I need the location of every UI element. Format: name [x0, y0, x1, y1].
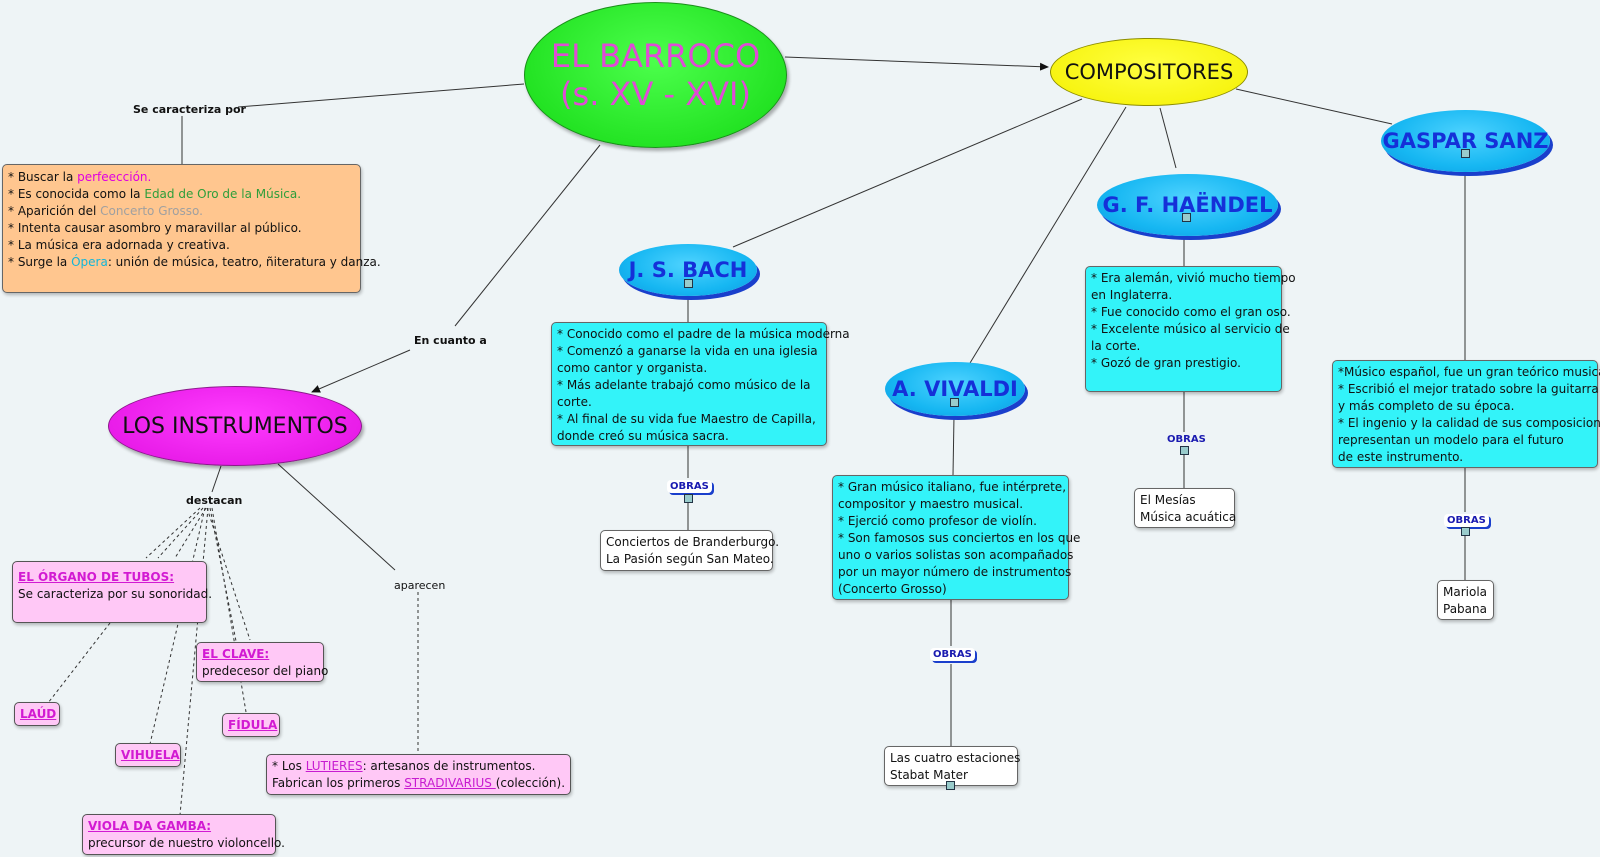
clave-title: EL CLAVE: — [202, 647, 270, 661]
sanz-info-box[interactable]: *Músico español, fue un gran teórico mus… — [1332, 360, 1600, 468]
link-destacan: destacan — [186, 494, 243, 507]
highlight-perfeccion: perfeección. — [77, 170, 152, 184]
line-encuanto-instrumentos — [311, 349, 411, 393]
node-compositores[interactable]: COMPOSITORES — [1050, 38, 1248, 106]
viola-title: VIOLA DA GAMBA: — [88, 819, 212, 833]
highlight-lutieres: LUTIERES — [305, 759, 363, 773]
line-comp-vivaldi — [969, 106, 1127, 364]
haendel-obras-button[interactable]: OBRAS — [1167, 434, 1206, 445]
haendel-obras-icon[interactable] — [1180, 446, 1189, 455]
haendel-attachment-icon[interactable] — [1182, 213, 1191, 222]
caracteristicas-box[interactable]: * Buscar la perfeección. * Es conocida c… — [2, 164, 381, 293]
vivaldi-attachment-icon[interactable] — [950, 398, 959, 407]
line-instr-aparecen — [277, 463, 396, 571]
instrument-viola-box[interactable]: VIOLA DA GAMBA: precursor de nuestro vio… — [82, 814, 285, 855]
composer-sanz-node[interactable]: GASPAR SANZ — [1381, 110, 1550, 172]
node-los-instrumentos[interactable]: LOS INSTRUMENTOS — [108, 386, 362, 466]
link-en-cuanto-a: En cuanto a — [414, 334, 487, 347]
line-comp-bach — [732, 98, 1083, 248]
composer-bach-node[interactable]: J. S. BACH — [619, 244, 757, 296]
root-title-line2: (s. XV - XVI) — [560, 75, 751, 113]
sanz-obras-icon[interactable] — [1461, 527, 1470, 536]
instrument-vihuela-box[interactable]: VIHUELA — [115, 743, 181, 767]
instrument-organo-box[interactable]: EL ÓRGANO DE TUBOS: Se caracteriza por s… — [12, 561, 213, 623]
line-comp-sanz — [1235, 88, 1393, 125]
bach-name: J. S. BACH — [628, 258, 748, 282]
root-node-el-barroco[interactable]: EL BARROCO (s. XV - XVI) — [524, 2, 787, 148]
line-root-compositores — [784, 56, 1049, 71]
haendel-works-box[interactable]: El Mesías Música acuática — [1134, 488, 1236, 528]
line-root-encuanto — [454, 144, 601, 327]
line-instr-destacan — [211, 465, 222, 493]
vivaldi-works-box[interactable]: Las cuatro estaciones Stabat Mater — [884, 746, 1020, 786]
compositores-title: COMPOSITORES — [1064, 60, 1234, 84]
instrument-fidula-box[interactable]: FÍDULA — [222, 713, 280, 737]
vivaldi-info-box[interactable]: * Gran músico italiano, fue intérprete, … — [832, 475, 1080, 600]
sanz-works-box[interactable]: Mariola Pabana — [1437, 580, 1494, 620]
bach-obras-button[interactable]: OBRAS — [667, 480, 712, 493]
organo-desc: Se caracteriza por su sonoridad. — [18, 587, 213, 601]
highlight-edad-de-oro: Edad de Oro de la Música. — [144, 187, 302, 201]
composer-vivaldi-node[interactable]: A. VIVALDI — [885, 362, 1025, 416]
bach-attachment-icon[interactable] — [684, 279, 693, 288]
link-se-caracteriza-por: Se caracteriza por — [133, 103, 246, 116]
line-comp-haendel — [1159, 107, 1177, 169]
bach-info-box[interactable]: * Conocido como el padre de la música mo… — [551, 322, 850, 446]
vivaldi-name: A. VIVALDI — [892, 377, 1018, 401]
vivaldi-works-icon[interactable] — [946, 781, 955, 790]
composer-haendel-node[interactable]: G. F. HAËNDEL — [1097, 174, 1278, 236]
instrumentos-title: LOS INSTRUMENTOS — [122, 413, 348, 439]
viola-desc: precursor de nuestro violoncello. — [88, 836, 285, 850]
clave-desc: predecesor del piano — [202, 664, 329, 678]
highlight-concerto-grosso: Concerto Grosso. — [100, 204, 203, 218]
vivaldi-obras-button[interactable]: OBRAS — [930, 648, 975, 661]
sanz-attachment-icon[interactable] — [1461, 149, 1470, 158]
root-title-line1: EL BARROCO — [550, 37, 761, 75]
sanz-obras-button[interactable]: OBRAS — [1444, 514, 1489, 527]
highlight-stradivarius: STRADIVARIUS — [404, 776, 496, 790]
instrument-clave-box[interactable]: EL CLAVE: predecesor del piano — [196, 642, 329, 682]
highlight-opera: Ópera — [71, 255, 108, 269]
haendel-info-box[interactable]: * Era alemán, vivió mucho tiempo en Ingl… — [1085, 266, 1296, 392]
instrument-laud-box[interactable]: LAÚD — [14, 702, 60, 726]
link-aparecen: aparecen — [394, 579, 446, 592]
line-root-caracteriza — [237, 83, 525, 108]
bach-works-box[interactable]: Conciertos de Branderburgo. La Pasión se… — [600, 530, 779, 571]
line-vivaldi-info — [952, 415, 955, 476]
organo-title: EL ÓRGANO DE TUBOS: — [18, 570, 175, 584]
lutieres-box[interactable]: * Los LUTIERES: artesanos de instrumento… — [266, 754, 571, 795]
bach-obras-icon[interactable] — [684, 494, 693, 503]
